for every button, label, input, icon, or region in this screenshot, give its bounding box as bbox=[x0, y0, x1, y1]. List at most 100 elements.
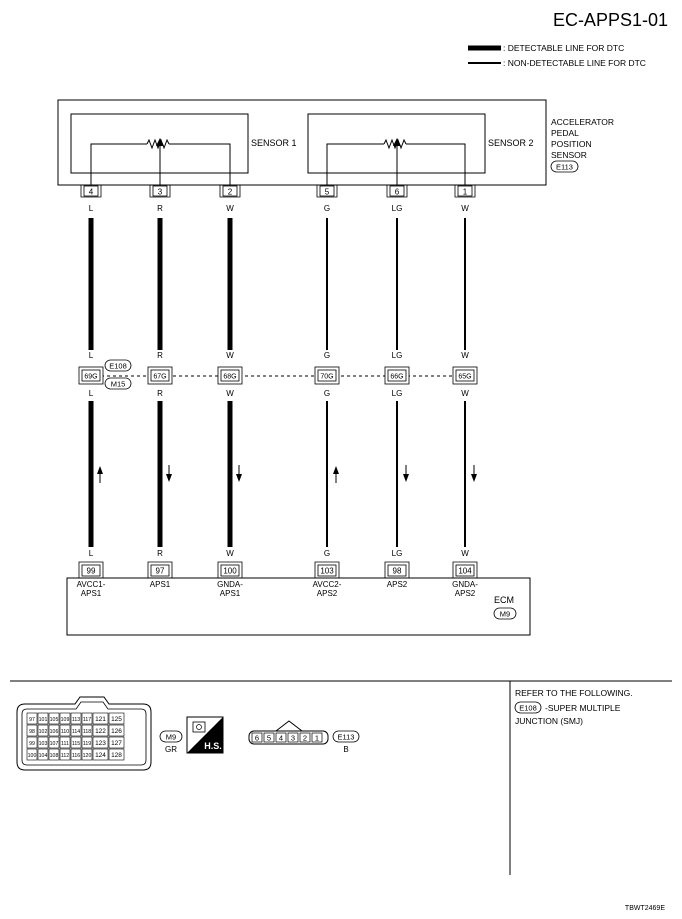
refer-line1: REFER TO THE FOLLOWING. bbox=[515, 688, 633, 698]
m9-pin-cell bbox=[37, 712, 49, 725]
e113-pin-number: 5 bbox=[267, 734, 271, 743]
ecm-pin-box bbox=[150, 564, 170, 577]
m9-pin-number: 116 bbox=[72, 753, 80, 759]
m9-pin-cell bbox=[70, 724, 82, 737]
e113-pin-cell bbox=[299, 732, 311, 743]
m9-pin-cell bbox=[48, 748, 60, 761]
ecm-terminal-label: APS1 bbox=[150, 580, 171, 589]
m9-color-label: GR bbox=[165, 745, 177, 754]
ecm-pin-number: 99 bbox=[87, 567, 96, 576]
sensor-pin-box bbox=[389, 185, 405, 197]
junction-pin-number: 70G bbox=[320, 374, 333, 381]
m9-pin-cell bbox=[48, 724, 60, 737]
wire-color-junction-bottom: G bbox=[324, 389, 330, 398]
m9-pin-cell bbox=[108, 724, 125, 737]
m9-pin-cell bbox=[108, 748, 125, 761]
junction-bottom-label: M15 bbox=[111, 380, 126, 389]
m9-pin-number: 108 bbox=[50, 753, 59, 759]
m9-connector-face bbox=[16, 696, 152, 771]
m9-pin-number: 105 bbox=[50, 717, 59, 723]
wire-color-junction-top: G bbox=[324, 351, 330, 360]
m9-pin-cell bbox=[81, 736, 93, 749]
m9-pin-cell bbox=[37, 724, 49, 737]
sensor-pin-box bbox=[457, 185, 473, 197]
sensor-pin-box bbox=[152, 185, 168, 197]
m9-pin-cell bbox=[26, 724, 38, 737]
wire-color-junction-top: R bbox=[157, 351, 163, 360]
m9-pin-cell bbox=[92, 712, 109, 725]
m9-pin-number: 104 bbox=[39, 753, 48, 759]
m9-pin-number: 113 bbox=[72, 717, 80, 723]
m9-pin-cell bbox=[26, 736, 38, 749]
ecm-pin-number: 100 bbox=[223, 567, 237, 576]
m9-pin-number: 117 bbox=[83, 717, 91, 723]
junction-pin-number: 68G bbox=[223, 374, 236, 381]
ecm-pin-box bbox=[455, 564, 475, 577]
e113-pin-cell bbox=[263, 732, 275, 743]
ecm-pin-housing bbox=[217, 561, 243, 578]
legend-detectable-text: : DETECTABLE LINE FOR DTC bbox=[503, 43, 624, 53]
m9-pin-number: 126 bbox=[111, 728, 122, 735]
m9-pin-cell bbox=[70, 712, 82, 725]
junction-pin-number: 65G bbox=[458, 374, 471, 381]
junction-pin-number: 66G bbox=[390, 374, 403, 381]
sensor-pin-housing bbox=[80, 185, 102, 198]
wire-color-junction-bottom: R bbox=[157, 389, 163, 398]
m9-pin-number: 103 bbox=[39, 741, 48, 747]
junction-pin-box bbox=[455, 369, 475, 382]
wire-color-bottom: W bbox=[226, 549, 234, 558]
e113-pin-cell bbox=[311, 732, 323, 743]
ecm-terminal-label: APS2 bbox=[455, 589, 476, 598]
e113-pin-number: 2 bbox=[303, 734, 307, 743]
ecm-label: ECM bbox=[494, 595, 514, 605]
ecm-pin-housing bbox=[314, 561, 340, 578]
wire-color-top: W bbox=[461, 204, 469, 213]
m9-pin-number: 119 bbox=[83, 741, 91, 747]
m9-badge bbox=[159, 730, 183, 743]
junction-pin-box bbox=[150, 369, 170, 382]
m9-pin-number: 128 bbox=[111, 752, 122, 759]
ecm-pin-box bbox=[220, 564, 240, 577]
m9-pin-number: 100 bbox=[28, 753, 37, 759]
refer-connector-label: E108 bbox=[519, 704, 537, 713]
wire-color-bottom: LG bbox=[392, 549, 403, 558]
junction-pin-box bbox=[220, 369, 240, 382]
m9-pin-number: 101 bbox=[39, 717, 48, 723]
sensor-pin-number: 5 bbox=[325, 188, 330, 197]
sensor1-wiper-arrow-icon bbox=[156, 138, 164, 146]
sensor1-label: SENSOR 1 bbox=[251, 138, 297, 148]
e113-pin-cell bbox=[251, 732, 263, 743]
m9-pin-number: 125 bbox=[111, 716, 122, 723]
m9-pin-number: 102 bbox=[39, 729, 48, 735]
m9-pin-number: 111 bbox=[61, 741, 69, 747]
sensor-name-line1: ACCELERATOR bbox=[551, 117, 614, 127]
sensor-connector-label: E113 bbox=[556, 163, 573, 172]
m9-pin-cell bbox=[48, 712, 60, 725]
ecm-pin-number: 104 bbox=[458, 567, 472, 576]
m9-pin-cell bbox=[59, 712, 71, 725]
sensor1-internal bbox=[90, 138, 231, 185]
e113-pin-number: 1 bbox=[315, 734, 319, 743]
accelerator-pedal-sensor-box bbox=[57, 99, 547, 186]
m9-badge-label: M9 bbox=[166, 733, 176, 742]
ecm-connector-badge bbox=[493, 607, 517, 620]
ecm-pin-housing bbox=[384, 561, 410, 578]
m9-pin-number: 124 bbox=[95, 752, 106, 759]
wire-color-top: LG bbox=[392, 204, 403, 213]
wire-color-junction-bottom: L bbox=[89, 389, 94, 398]
ecm-pin-box bbox=[387, 564, 407, 577]
wire-color-junction-top: W bbox=[461, 351, 469, 360]
ecm-pin-housing bbox=[452, 561, 478, 578]
ecm-pin-number: 103 bbox=[320, 567, 334, 576]
e113-pin-number: 6 bbox=[255, 734, 259, 743]
m9-pin-cell bbox=[81, 748, 93, 761]
ecm-terminal-label: GNDA- bbox=[217, 580, 243, 589]
ecm-terminal-label: APS2 bbox=[387, 580, 408, 589]
m9-pin-number: 122 bbox=[95, 728, 106, 735]
e113-badge bbox=[332, 730, 360, 743]
m9-pin-number: 123 bbox=[95, 740, 106, 747]
